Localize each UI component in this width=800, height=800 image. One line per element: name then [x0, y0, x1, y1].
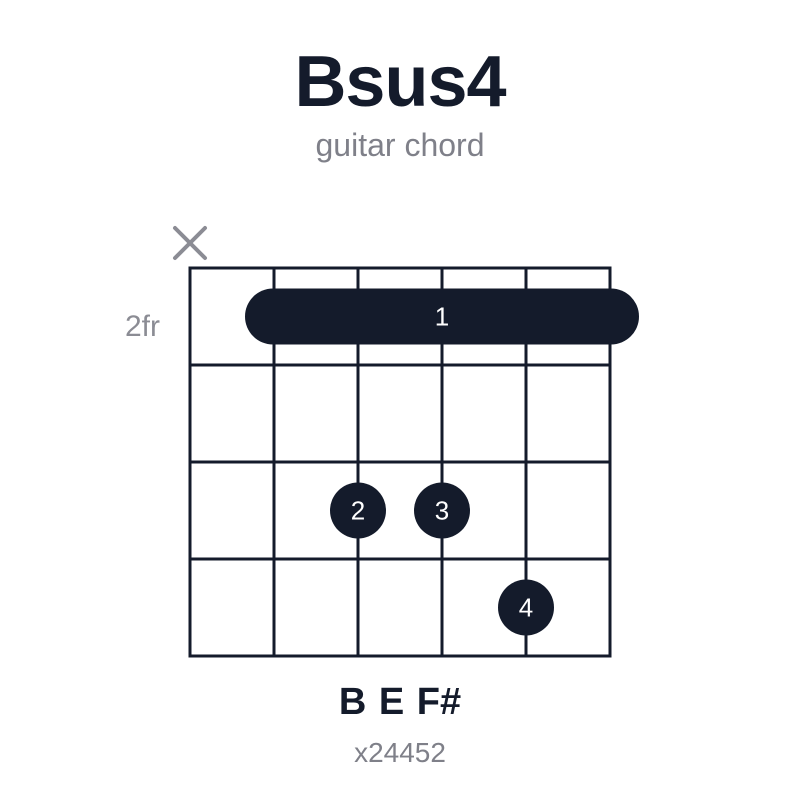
muted-markers: [173, 226, 207, 260]
finger-dot: [414, 482, 470, 539]
base-fret-label: 2fr: [125, 310, 160, 343]
finger-number-label: 3: [435, 496, 449, 526]
finger-number-label: 2: [351, 496, 365, 526]
chord-subtitle: guitar chord: [315, 127, 485, 163]
finger-number-label: 4: [519, 593, 533, 623]
barre-bar: [245, 288, 639, 345]
muted-x-icon: [173, 226, 207, 260]
chord-fingering: x24452: [354, 737, 446, 768]
finger-dot: [330, 482, 386, 539]
barre-finger-label: 1: [435, 302, 449, 332]
chord-name: Bsus4: [294, 42, 506, 122]
finger-dot: [498, 579, 554, 636]
chord-notes: B E F#: [338, 681, 462, 723]
barre-group: 1: [245, 288, 639, 345]
finger-dots: 2 3 4: [330, 482, 554, 636]
